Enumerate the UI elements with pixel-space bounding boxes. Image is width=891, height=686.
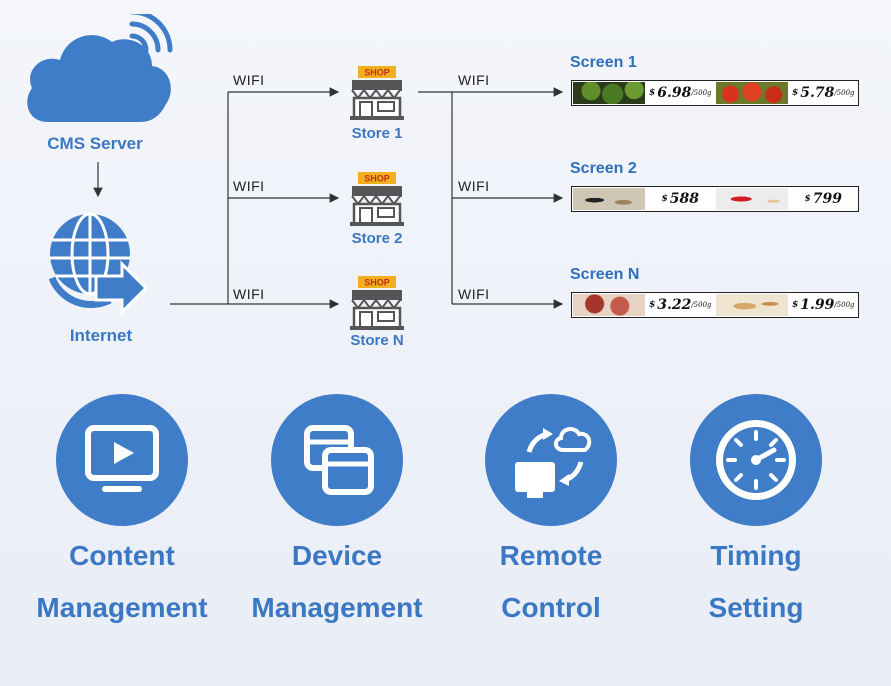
meat-image: [573, 294, 645, 316]
wifi-label: WIFI: [458, 286, 490, 302]
price-tag: $5.78/500g: [791, 85, 855, 101]
broccoli-image: [573, 82, 645, 104]
monitor-play-icon: [85, 425, 159, 492]
internet-label: Internet: [69, 326, 133, 345]
store-icon: SHOP: [348, 276, 406, 335]
screen-title: Screen 2: [570, 160, 637, 177]
wifi-label: WIFI: [458, 72, 490, 88]
remote-control-icon: [485, 394, 617, 526]
shop-badge-text: SHOP: [364, 68, 390, 78]
screen-display: $588 $799: [571, 186, 859, 212]
wifi-label: WIFI: [233, 72, 265, 88]
store-label: Store 2: [351, 230, 403, 247]
screen-display: $3.22/500g $1.99/500g: [571, 292, 859, 318]
price-tag: $6.98/500g: [648, 85, 712, 101]
content-management-icon: [56, 394, 188, 526]
store-icon: SHOP: [348, 66, 406, 125]
globe-arrow-icon: [48, 212, 149, 316]
wifi-label: WIFI: [233, 178, 265, 194]
price-tag: $799: [804, 191, 843, 207]
clock-icon: [716, 420, 796, 500]
devices-icon: [304, 425, 374, 495]
screen-title: Screen 1: [570, 54, 637, 71]
store-icon: SHOP: [348, 172, 406, 231]
timing-setting-icon: [690, 394, 822, 526]
shop-badge-text: SHOP: [364, 174, 390, 184]
tomatoes-image: [716, 82, 788, 104]
shop-badge-text: SHOP: [364, 278, 390, 288]
price-tag: $1.99/500g: [791, 297, 855, 313]
screen-title: Screen N: [570, 266, 640, 283]
kettle-image: [573, 188, 645, 210]
price-tag: $588: [661, 191, 700, 207]
wifi-label: WIFI: [233, 286, 265, 302]
cloud-wifi-icon: [27, 14, 173, 122]
price-tag: $3.22/500g: [648, 297, 712, 313]
device-management-icon: [271, 394, 403, 526]
store-label: Store 1: [351, 125, 403, 142]
bread-image: [716, 294, 788, 316]
screen-display: $6.98/500g $5.78/500g: [571, 80, 859, 106]
store-label: Store N: [350, 332, 404, 349]
wifi-label: WIFI: [458, 178, 490, 194]
remote-sync-icon: [515, 427, 592, 498]
cms-server-label: CMS Server: [47, 134, 143, 153]
rice-cooker-image: [716, 188, 788, 210]
